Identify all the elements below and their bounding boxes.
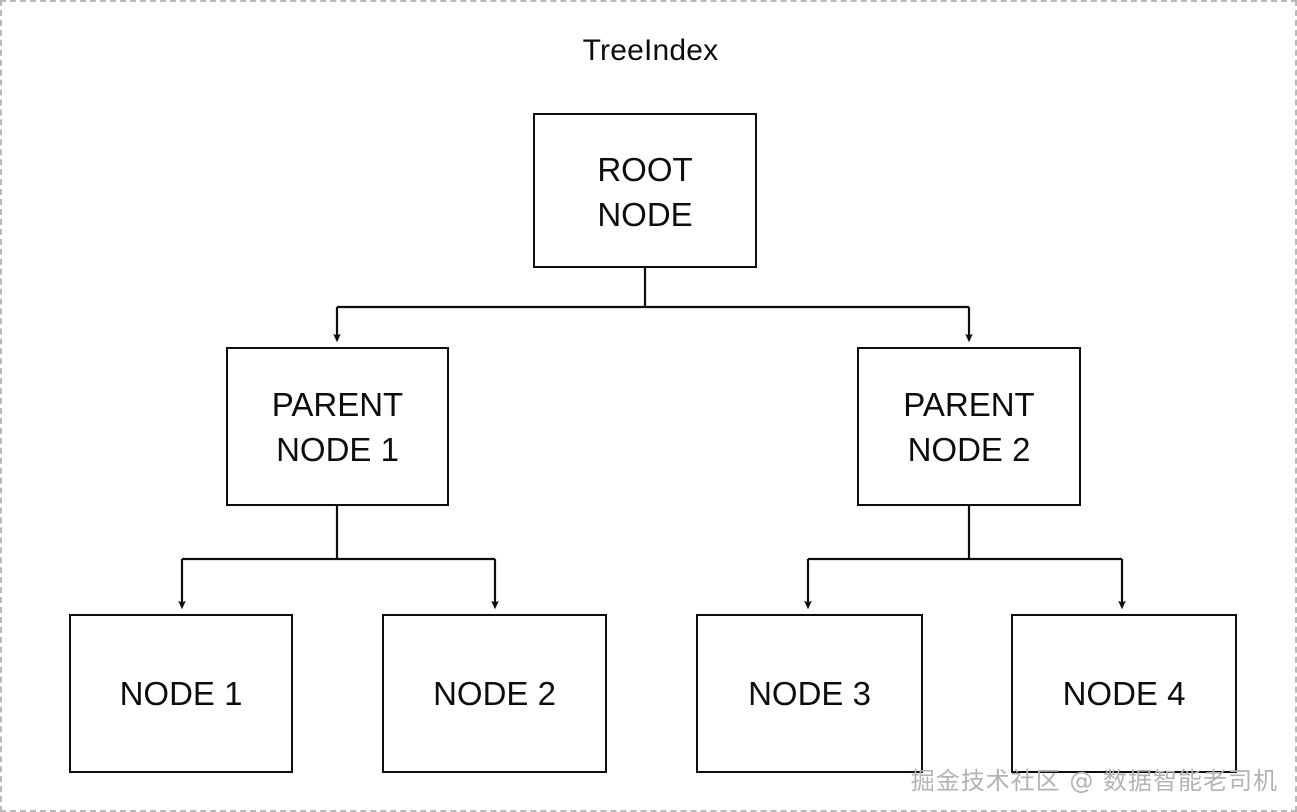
node-root-label-line-2: NODE — [597, 195, 693, 233]
node-parent-1[interactable]: PARENT NODE 1 — [226, 347, 449, 506]
node-leaf-1-label: NODE 1 — [119, 675, 243, 712]
node-root-label-stack: ROOT NODE — [597, 147, 692, 237]
node-leaf-4-label: NODE 4 — [1062, 675, 1186, 712]
node-leaf-3[interactable]: NODE 3 — [696, 614, 923, 773]
page-title: TreeIndex — [582, 34, 719, 67]
node-parent-1-label-line-2: NODE 1 — [276, 430, 399, 468]
node-parent-2-label-line-2: NODE 2 — [907, 430, 1031, 468]
node-leaf-2[interactable]: NODE 2 — [382, 614, 607, 773]
node-leaf-1[interactable]: NODE 1 — [69, 614, 293, 773]
node-leaf-3-label: NODE 3 — [748, 675, 871, 712]
watermark: 掘金技术社区 @ 数据智能老司机 — [910, 767, 1278, 795]
node-leaf-4[interactable]: NODE 4 — [1011, 614, 1237, 773]
node-parent-2-label-line-1: PARENT — [903, 385, 1035, 423]
node-root[interactable]: ROOT NODE — [533, 113, 757, 268]
node-parent-1-label-stack: PARENT NODE 1 — [272, 382, 403, 472]
node-parent-1-label-line-1: PARENT — [271, 385, 404, 423]
node-leaf-2-label: NODE 2 — [433, 675, 556, 712]
node-parent-2-label-stack: PARENT NODE 2 — [903, 382, 1034, 472]
node-root-label-line-1: ROOT — [597, 150, 693, 188]
node-parent-2[interactable]: PARENT NODE 2 — [857, 347, 1081, 506]
